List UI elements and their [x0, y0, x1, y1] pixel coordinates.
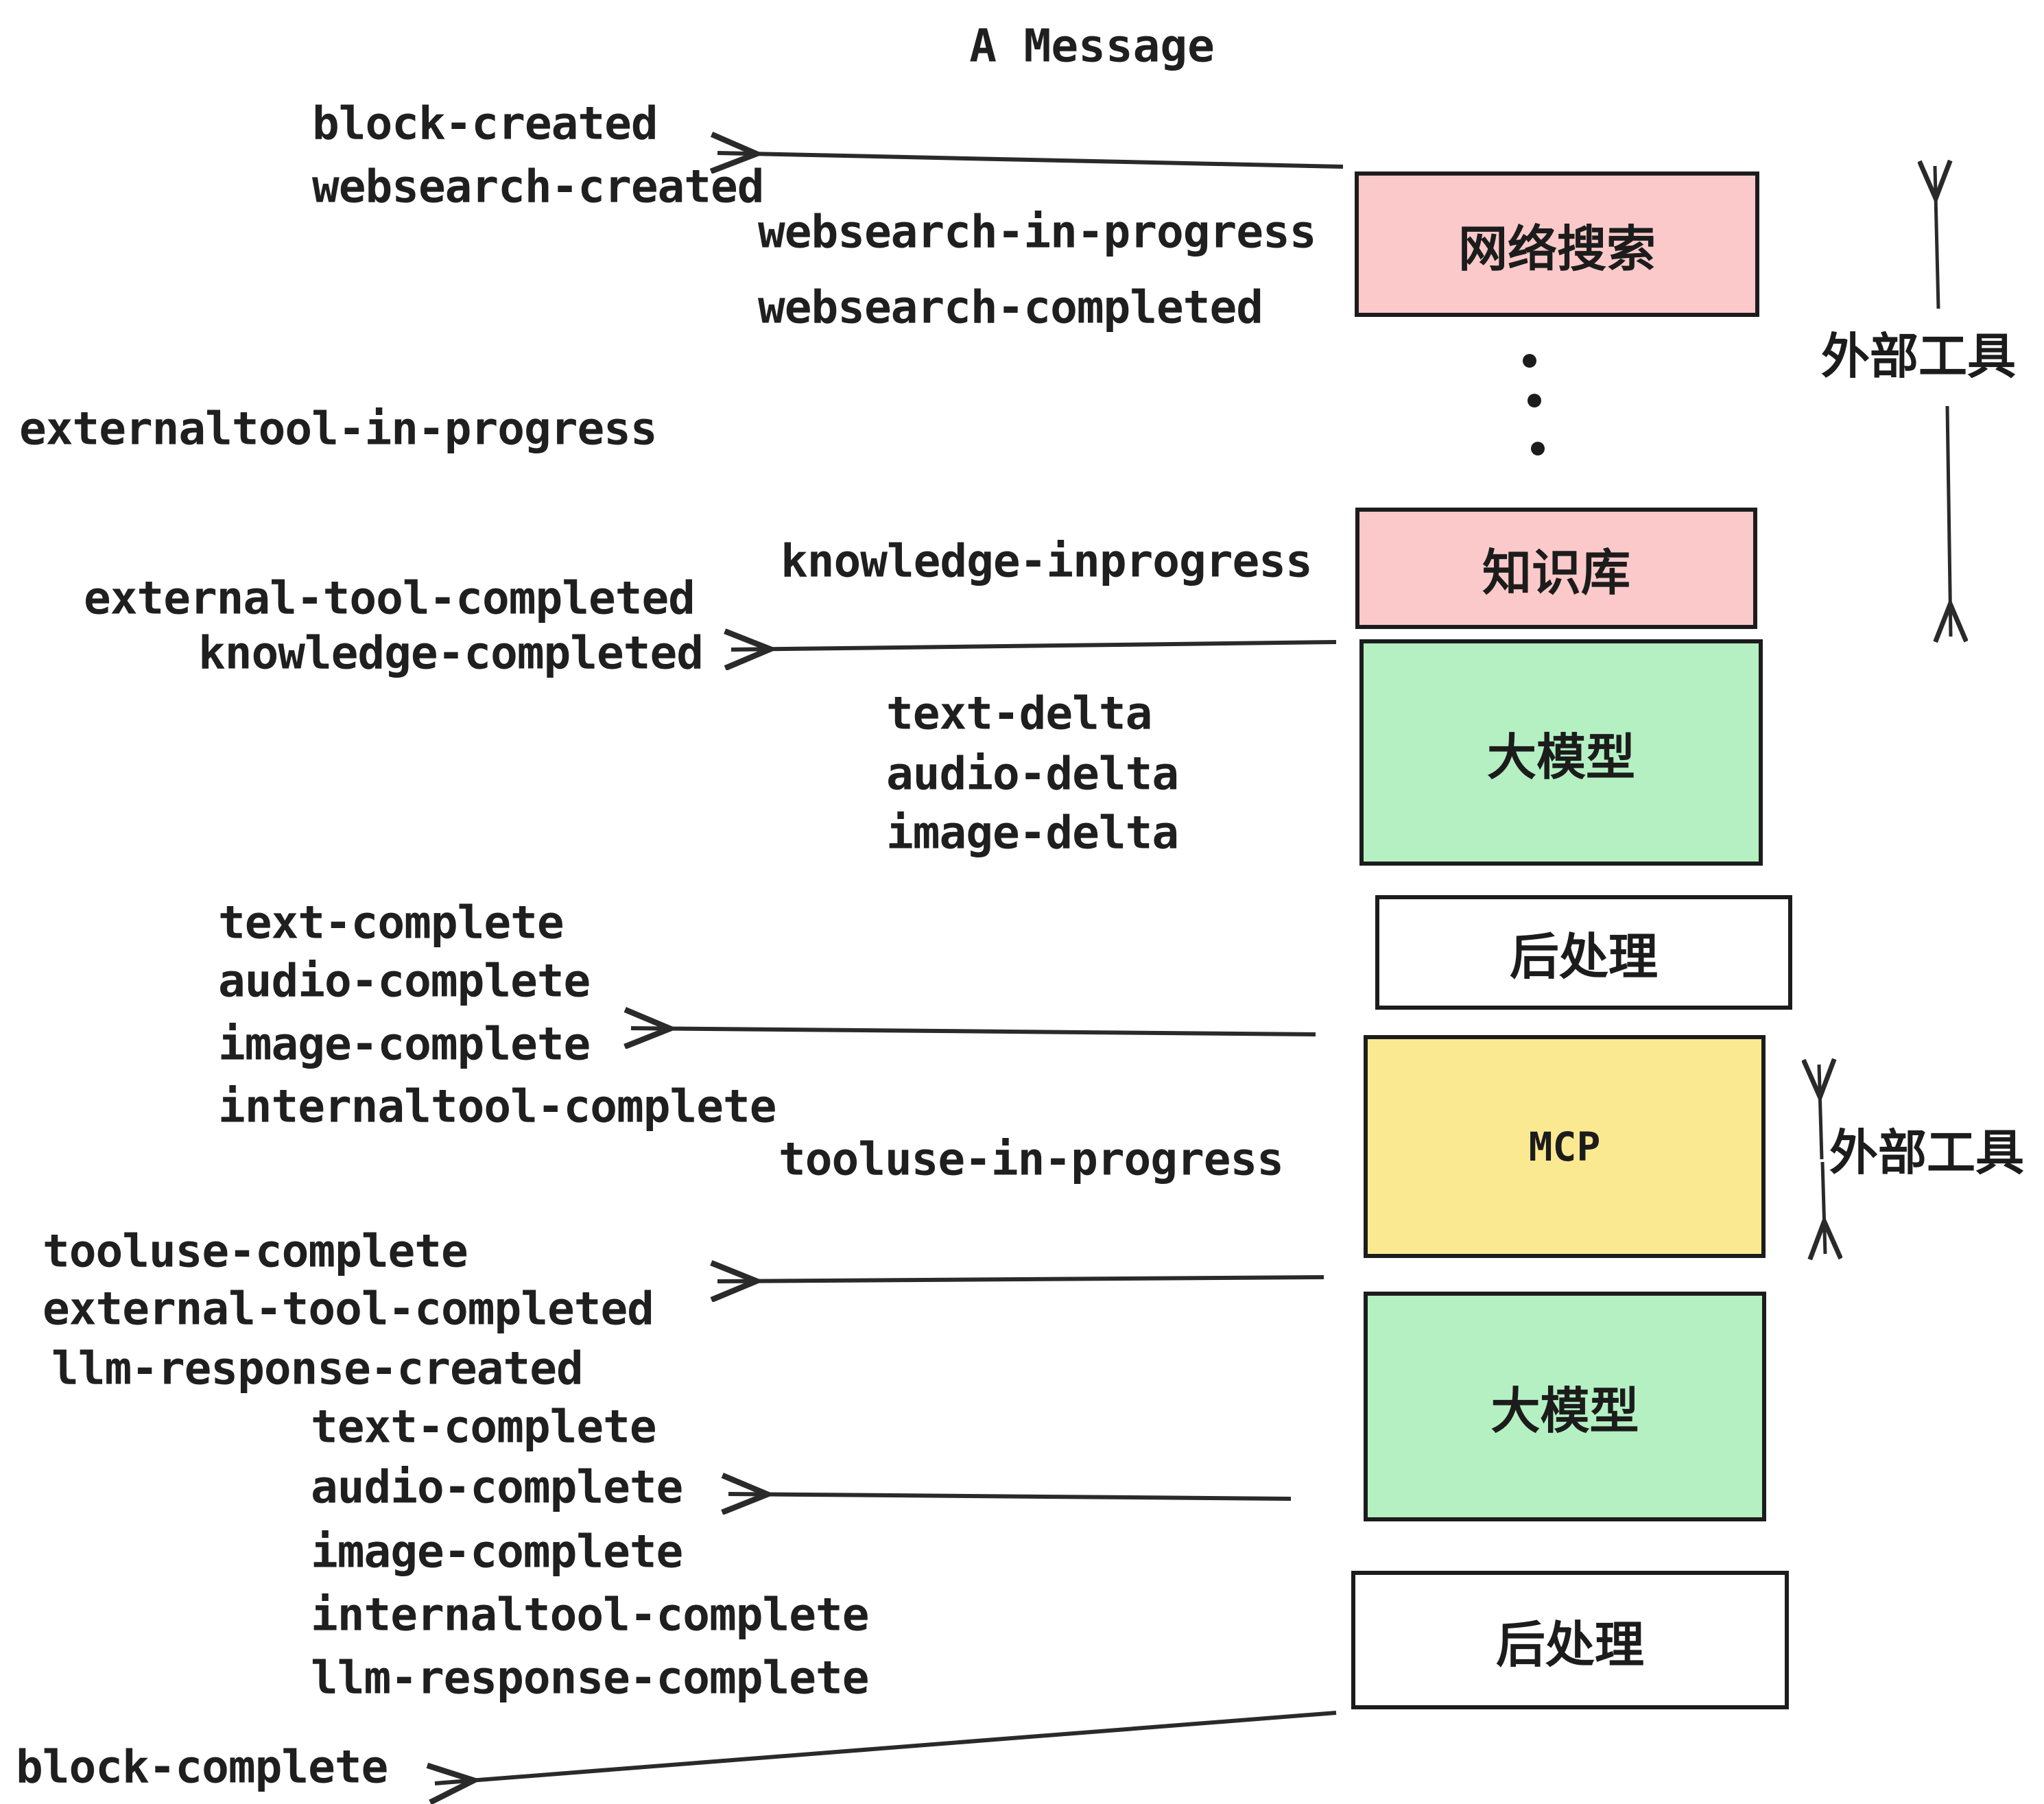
label-external-tools-1: 外部工具 [1821, 330, 2017, 384]
event-audio-delta: audio-delta [886, 747, 1179, 800]
event-llm-response-created: llm-response-created [51, 1342, 584, 1395]
arrow-tooluse-complete [717, 1277, 1324, 1281]
event-externaltool-in-progress: externaltool-in-progress [19, 402, 658, 455]
box-llm-1: 大模型 [1359, 639, 1763, 866]
arrow-audio-complete [728, 1494, 1292, 1499]
event-knowledge-completed: knowledge-completed [198, 626, 704, 680]
arrow-image-complete [631, 1028, 1316, 1034]
event-llm-response-complete: llm-response-complete [311, 1651, 869, 1705]
ellipsis-dot [1523, 354, 1536, 368]
event-external-tool-completed-2: external-tool-completed [43, 1282, 654, 1336]
box-knowledge: 知识库 [1355, 508, 1757, 629]
box-postprocess-1: 后处理 [1375, 895, 1792, 1010]
event-websearch-created: websearch-created [312, 160, 765, 213]
event-audio-complete: audio-complete [218, 954, 591, 1008]
box-mcp: MCP [1364, 1035, 1766, 1258]
event-text-delta: text-delta [886, 687, 1152, 740]
event-tooluse-complete: tooluse-complete [43, 1224, 468, 1278]
event-image-delta: image-delta [886, 806, 1179, 859]
event-image-complete-2: image-complete [311, 1525, 683, 1578]
box-llm-2: 大模型 [1364, 1292, 1766, 1521]
arrow-block-complete [435, 1711, 1337, 1783]
event-websearch-completed: websearch-completed [758, 281, 1263, 334]
event-websearch-in-progress: websearch-in-progress [758, 205, 1316, 259]
event-tooluse-in-progress: tooluse-in-progress [779, 1132, 1284, 1186]
arrow-external-tools-up [1935, 166, 1938, 309]
box-postprocess-2: 后处理 [1351, 1571, 1789, 1709]
box-websearch: 网络搜索 [1355, 171, 1759, 317]
ellipsis-dot [1531, 442, 1545, 455]
event-internaltool-complete: internaltool-complete [218, 1080, 776, 1133]
label-external-tools-2: 外部工具 [1829, 1126, 2025, 1180]
arrow-mcp-external-down [1822, 1161, 1825, 1254]
event-internaltool-complete-2: internaltool-complete [311, 1588, 869, 1641]
ellipsis-dot [1528, 394, 1541, 407]
event-text-complete-2: text-complete [311, 1400, 657, 1453]
arrow-block-created [717, 153, 1344, 167]
event-block-complete: block-complete [16, 1740, 388, 1794]
event-audio-complete-2: audio-complete [311, 1460, 683, 1514]
arrow-knowledge-completed [731, 642, 1337, 650]
arrow-external-tools-down [1947, 405, 1951, 637]
page-title: A Message [969, 19, 1215, 73]
event-block-created: block-created [312, 97, 658, 150]
event-image-complete: image-complete [218, 1017, 591, 1071]
event-text-complete: text-complete [218, 896, 565, 949]
arrow-mcp-external-up [1819, 1065, 1822, 1160]
event-knowledge-inprogress: knowledge-inprogress [781, 534, 1313, 588]
event-external-tool-completed: external-tool-completed [84, 571, 696, 625]
